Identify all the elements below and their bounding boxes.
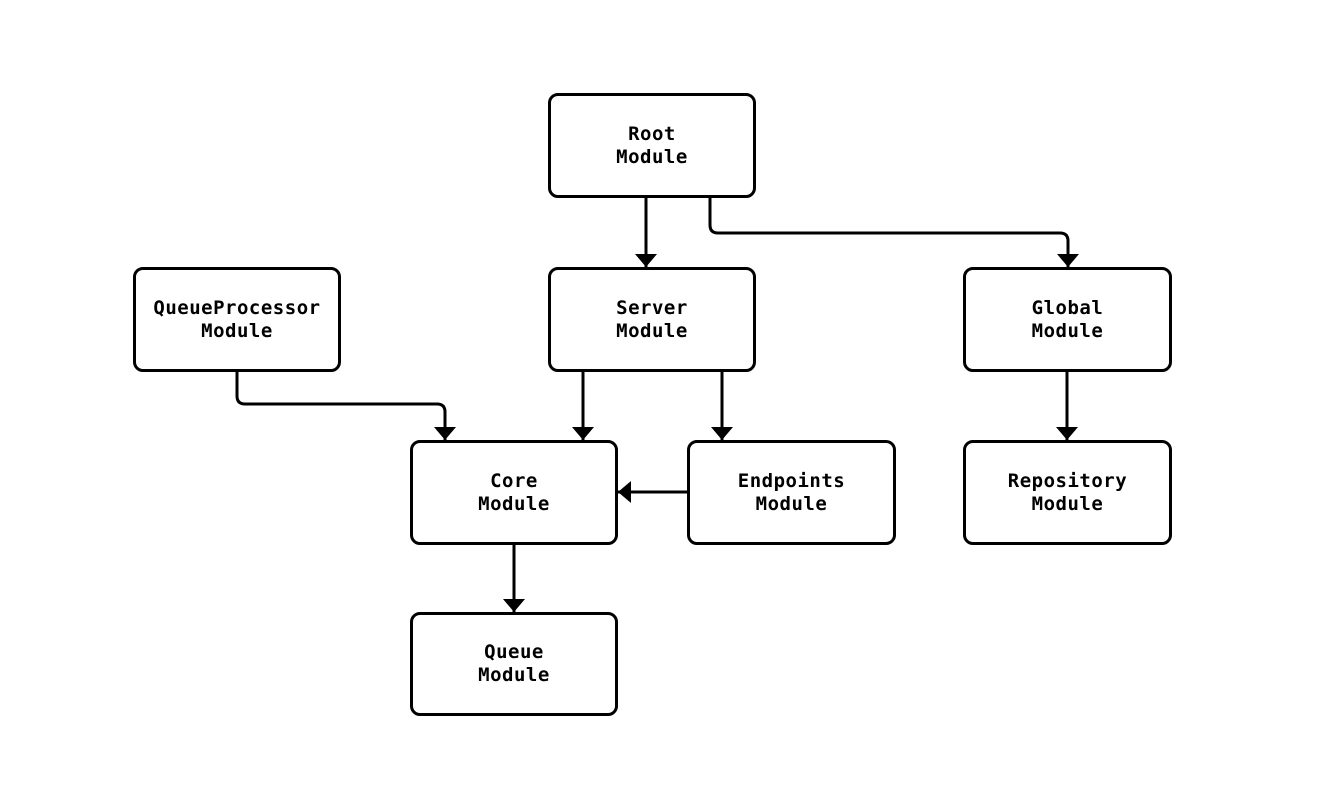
node-global-module: Global Module: [963, 267, 1172, 372]
node-endpoints-module: Endpoints Module: [687, 440, 896, 545]
node-repository-module: Repository Module: [963, 440, 1172, 545]
node-label: Endpoints Module: [737, 469, 846, 515]
edge-queueprocessor-to-core: [235, 372, 456, 440]
node-label: Repository Module: [1007, 469, 1128, 515]
node-queueprocessor-module: QueueProcessor Module: [133, 267, 341, 372]
edge-root-to-global: [708, 198, 1079, 267]
node-label: Core Module: [478, 469, 550, 515]
node-label: Global Module: [1031, 296, 1104, 342]
node-root-module: Root Module: [548, 93, 756, 198]
node-queue-module: Queue Module: [410, 612, 618, 716]
node-label: Queue Module: [478, 641, 550, 686]
node-label: Root Module: [616, 122, 688, 168]
node-core-module: Core Module: [410, 440, 618, 545]
node-server-module: Server Module: [548, 267, 756, 372]
node-label: QueueProcessor Module: [153, 296, 321, 342]
edge-group: [235, 198, 1079, 612]
node-label: Server Module: [616, 296, 688, 342]
